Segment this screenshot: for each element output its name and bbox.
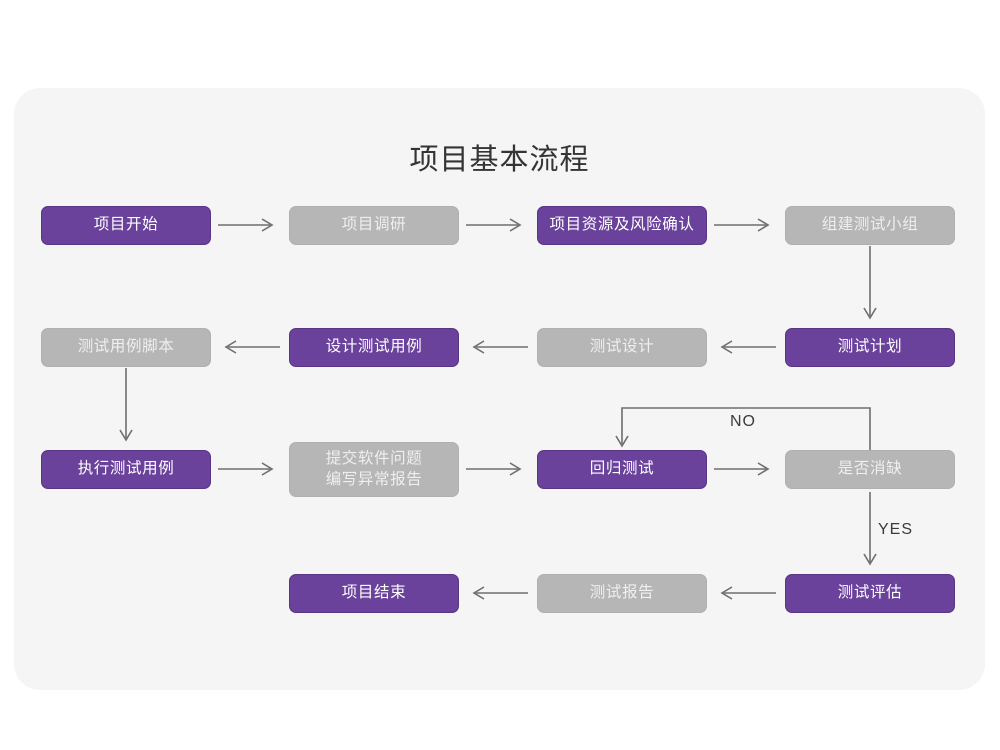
flow-node-test-case-script[interactable]: 测试用例脚本 (41, 328, 211, 367)
connector-arrow-left (466, 339, 528, 355)
connector-arrow-right (714, 217, 776, 233)
flow-node-test-design[interactable]: 测试设计 (537, 328, 707, 367)
connector-arrow-right (466, 461, 528, 477)
flowchart-panel: 项目基本流程 (14, 88, 985, 690)
connector-arrow-down (118, 368, 134, 448)
flow-node-test-report[interactable]: 测试报告 (537, 574, 707, 613)
connector-arrow-down (862, 492, 878, 572)
connector-arrow-right (466, 217, 528, 233)
flow-node-project-end[interactable]: 项目结束 (289, 574, 459, 613)
edge-label-no: NO (730, 413, 756, 430)
connector-arrow-left (466, 585, 528, 601)
flow-node-project-research[interactable]: 项目调研 (289, 206, 459, 245)
connector-arrow-right (714, 461, 776, 477)
connector-arrow-right (218, 461, 280, 477)
connector-arrow-right (218, 217, 280, 233)
page-title: 项目基本流程 (409, 144, 590, 176)
connector-arrow-left (714, 585, 776, 601)
connector-arrow-left (218, 339, 280, 355)
flow-node-test-plan[interactable]: 测试计划 (785, 328, 955, 367)
flow-node-regression-test[interactable]: 回归测试 (537, 450, 707, 489)
flow-node-submit-issue-report[interactable]: 提交软件问题 编写异常报告 (289, 442, 459, 497)
flow-node-execute-test-case[interactable]: 执行测试用例 (41, 450, 211, 489)
connector-arrow-left (714, 339, 776, 355)
flow-node-project-start[interactable]: 项目开始 (41, 206, 211, 245)
flow-node-resource-risk-confirm[interactable]: 项目资源及风险确认 (537, 206, 707, 245)
flow-node-defect-cleared[interactable]: 是否消缺 (785, 450, 955, 489)
flow-node-design-test-case[interactable]: 设计测试用例 (289, 328, 459, 367)
connector-no-loop (612, 404, 882, 454)
flow-node-build-test-team[interactable]: 组建测试小组 (785, 206, 955, 245)
flow-node-test-evaluation[interactable]: 测试评估 (785, 574, 955, 613)
connector-arrow-down (862, 246, 878, 326)
edge-label-yes: YES (878, 521, 914, 538)
